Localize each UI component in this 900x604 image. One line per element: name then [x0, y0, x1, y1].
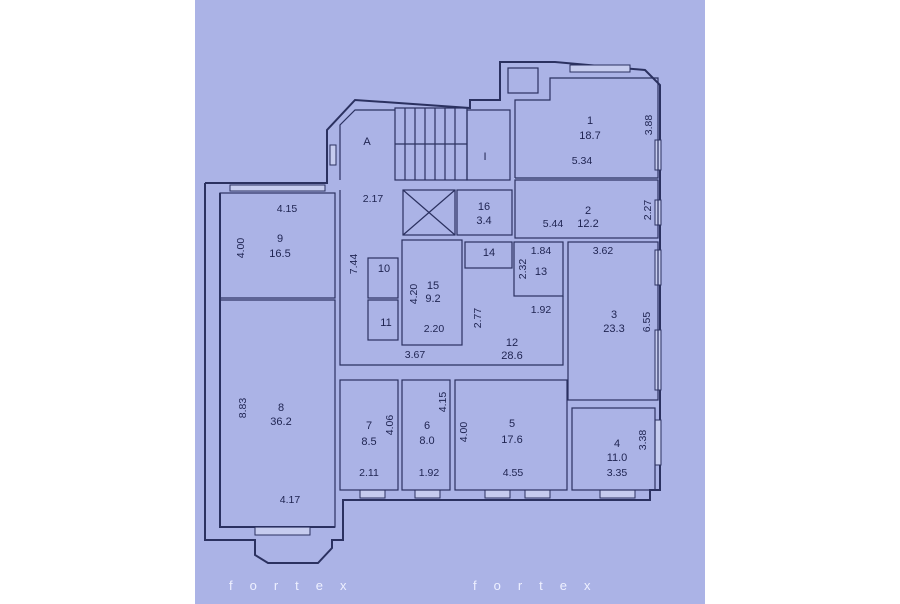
dim-r8-w: 4.17 [280, 494, 301, 506]
dim-r7-h: 4.06 [384, 415, 396, 436]
watermark-left: fortex [229, 578, 364, 593]
dim-r2-w: 5.44 [543, 218, 564, 230]
room-8 [219, 299, 336, 528]
room-3 [567, 241, 659, 401]
room-8-area: 36.2 [270, 416, 291, 428]
room-1 [514, 77, 659, 179]
room-16 [456, 189, 513, 236]
dim-r7-w: 2.11 [359, 467, 379, 479]
dim-corridor-h: 7.44 [348, 254, 360, 275]
dim-r5-w: 4.55 [503, 467, 524, 479]
dim-r3-h: 6.55 [641, 312, 653, 333]
room-13-number: 13 [535, 266, 547, 278]
dim-r1-h: 3.88 [643, 115, 655, 136]
room-7 [339, 379, 399, 491]
room-5 [454, 379, 568, 491]
hall-label: I [483, 151, 486, 163]
room-1-area: 18.7 [579, 130, 600, 142]
room-16-number: 16 [478, 201, 490, 213]
room-4-area: 11.0 [607, 452, 628, 464]
room-2-number: 2 [585, 205, 591, 217]
room-3-area: 23.3 [603, 323, 624, 335]
room-5-area: 17.6 [501, 434, 522, 446]
room-10-number: 10 [378, 263, 390, 275]
room-15 [401, 239, 463, 346]
room-12-number: 12 [506, 337, 518, 349]
room-10 [367, 257, 399, 299]
dim-r6-w: 1.92 [419, 467, 440, 479]
dim-corridor-w: 2.17 [363, 193, 384, 205]
room-6-number: 6 [424, 420, 430, 432]
dim-r2-h: 2.27 [642, 200, 654, 221]
floor-plan-paper [195, 0, 705, 604]
room-13 [513, 241, 564, 297]
room-4-number: 4 [614, 438, 620, 450]
dim-r5-h: 4.00 [458, 422, 470, 443]
room-5-number: 5 [509, 418, 515, 430]
dim-r12-h: 2.77 [472, 308, 484, 329]
room-1-number: 1 [587, 115, 593, 127]
room-15-area: 9.2 [425, 293, 440, 305]
room-4 [571, 407, 656, 491]
hall-I [466, 109, 511, 181]
room-9 [219, 192, 336, 299]
room-7-area: 8.5 [361, 436, 376, 448]
dim-r13-w: 1.84 [531, 245, 552, 257]
room-11 [367, 299, 399, 341]
interior-walls [219, 77, 659, 528]
room-9-area: 16.5 [269, 248, 290, 260]
dim-r15-h: 4.20 [408, 284, 420, 305]
dim-r8-h: 8.83 [237, 398, 249, 419]
room-9-number: 9 [277, 233, 283, 245]
room-6-area: 8.0 [419, 435, 434, 447]
room-16-area: 3.4 [476, 215, 491, 227]
room-14 [464, 241, 513, 269]
dim-r9-h: 4.00 [235, 238, 247, 259]
dim-r3-w: 3.62 [593, 245, 614, 257]
room-14-number: 14 [483, 247, 495, 259]
dim-r9-w: 4.15 [277, 203, 298, 215]
dim-r6-h: 4.15 [437, 392, 449, 413]
room-6 [401, 379, 451, 491]
dim-r4-w: 3.35 [607, 467, 628, 479]
dim-r4-h: 3.38 [637, 430, 649, 451]
dim-r1-w: 5.34 [572, 155, 593, 167]
dim-r13-w2: 1.92 [531, 304, 552, 316]
elevator [402, 189, 456, 236]
dim-r12-w: 3.67 [405, 349, 426, 361]
room-15-number: 15 [427, 280, 439, 292]
dim-r13-h: 2.32 [517, 259, 529, 280]
room-12-area: 28.6 [501, 350, 522, 362]
room-3-number: 3 [611, 309, 617, 321]
watermark-right: fortex [473, 578, 608, 593]
room-2 [514, 179, 659, 239]
room-2-area: 12.2 [577, 218, 598, 230]
room-11-number: 11 [380, 317, 391, 329]
dim-r15-w: 2.20 [424, 323, 445, 335]
room-8-number: 8 [278, 402, 284, 414]
room-7-number: 7 [366, 420, 372, 432]
stair-label: A [363, 136, 371, 148]
